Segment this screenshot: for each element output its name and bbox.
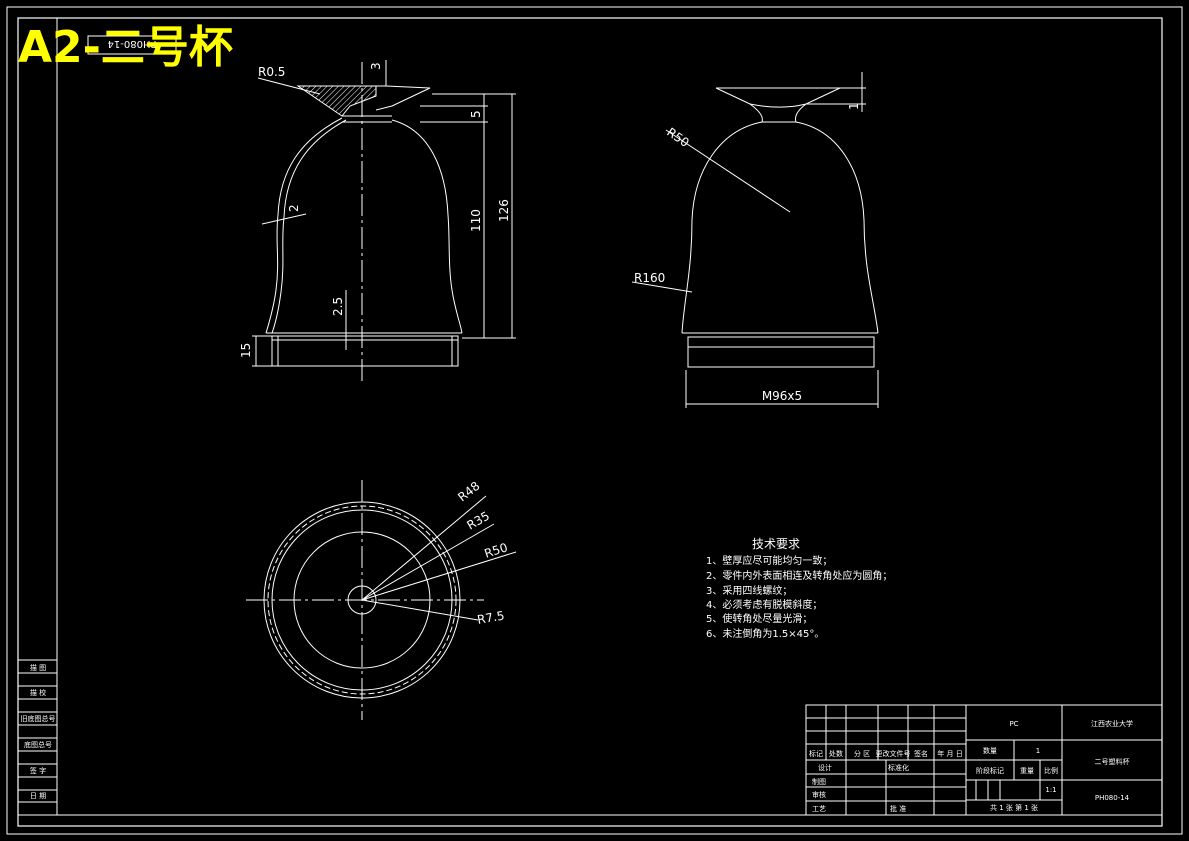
tb-scale: 1:1 — [1045, 786, 1056, 794]
tb-stage-label: 阶段标记 — [976, 766, 1004, 775]
tb-qty: 1 — [1036, 747, 1040, 755]
left-panel-label: 日 期 — [30, 792, 46, 800]
sheet-title: A2-二号杯 — [18, 22, 233, 73]
tb-scale-label: 比例 — [1044, 766, 1058, 775]
dim-r75: R7.5 — [476, 608, 505, 627]
tb-part: 二号塑料杯 — [1095, 757, 1130, 766]
front-view — [631, 72, 879, 408]
tb-code: PH080-14 — [1095, 794, 1130, 802]
tb-r-approve: 批 准 — [890, 804, 906, 813]
tb-h-sign: 签名 — [914, 749, 928, 758]
tech-title: 技术要求 — [752, 537, 800, 551]
dim-1: 1 — [847, 102, 861, 110]
tb-weight-label: 重量 — [1020, 767, 1034, 775]
left-panel-label: 签 字 — [30, 766, 46, 775]
tech-item: 1、壁厚应尽可能均匀一致； — [706, 554, 832, 567]
tb-h-zone: 分 区 — [854, 749, 870, 758]
outer-border — [6, 6, 1183, 835]
dim-r50-side: R50 — [664, 125, 691, 150]
stamp-box — [87, 35, 177, 55]
dim-thread: M96x5 — [762, 389, 802, 403]
title-block — [805, 704, 1163, 816]
dim-r48: R48 — [455, 479, 482, 505]
tb-sheets: 共 1 张 第 1 张 — [990, 803, 1038, 812]
left-panel-label: 描 校 — [30, 688, 46, 697]
tb-h-date: 年 月 日 — [937, 749, 962, 758]
left-panel-label: 描 图 — [30, 663, 46, 672]
dim-3: 3 — [369, 62, 383, 70]
section-view — [252, 60, 516, 382]
dim-25: 2.5 — [331, 297, 345, 316]
tb-r-check: 审核 — [812, 790, 826, 799]
tech-requirements: 技术要求 1、壁厚应尽可能均匀一致； 2、零件内外表面相连及转角处应为圆角； 3… — [706, 537, 892, 640]
dim-r160: R160 — [634, 271, 665, 285]
left-panel — [17, 659, 58, 803]
dim-r35: R35 — [465, 509, 492, 533]
top-view — [246, 480, 517, 720]
tb-r-draw: 制图 — [812, 777, 826, 786]
left-panel-label: 底图总号 — [24, 740, 52, 749]
tb-r-std: 标准化 — [888, 763, 909, 772]
dim-126: 126 — [497, 199, 511, 222]
tb-h-doc: 更改文件号 — [876, 749, 911, 758]
tb-h-count: 处数 — [829, 749, 843, 758]
dim-2: 2 — [287, 204, 301, 212]
tb-school: 江西农业大学 — [1091, 719, 1133, 728]
dim-110: 110 — [469, 209, 483, 232]
stamp-text: PH080-14 — [108, 38, 157, 49]
inner-border — [17, 17, 1163, 827]
tech-item: 3、采用四线螺纹； — [706, 584, 792, 597]
tech-item: 6、未注倒角为1.5×45°。 — [706, 627, 824, 640]
dim-5: 5 — [469, 110, 483, 118]
left-panel-label: 旧底图总号 — [21, 714, 56, 723]
tb-h-mark: 标记 — [809, 749, 823, 758]
tb-qty-label: 数量 — [983, 746, 997, 755]
tb-material: PC — [1009, 720, 1018, 728]
dim-r50-top: R50 — [483, 540, 510, 561]
tb-r-design: 设计 — [818, 763, 832, 772]
dim-r05: R0.5 — [258, 65, 285, 79]
dim-15: 15 — [239, 343, 253, 358]
tech-item: 2、零件内外表面相连及转角处应为圆角； — [706, 569, 892, 582]
tech-item: 5、使转角处尽量光滑； — [706, 612, 812, 625]
title-block-text: PC 江西农业大学 二号塑料杯 PH080-14 标记 处数 分 区 更改文件号… — [809, 719, 1133, 813]
tech-item: 4、必须考虑有脱模斜度； — [706, 598, 822, 611]
tb-r-proc: 工艺 — [812, 805, 826, 813]
